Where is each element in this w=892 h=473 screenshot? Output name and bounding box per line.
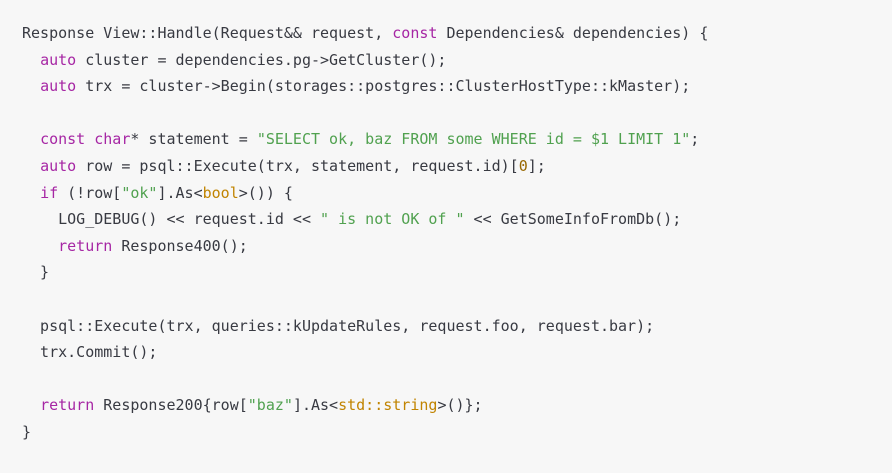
code-text bbox=[85, 130, 94, 148]
code-text: Response View::Handle(Request&& request, bbox=[22, 24, 393, 42]
code-type: bool bbox=[202, 183, 239, 202]
code-text bbox=[22, 77, 40, 95]
code-line: const char* statement = "SELECT ok, baz … bbox=[22, 126, 892, 153]
code-keyword: const bbox=[40, 130, 86, 149]
code-keyword: char bbox=[94, 130, 131, 149]
code-keyword: auto bbox=[40, 50, 77, 69]
code-text: trx = cluster->Begin(storages::postgres:… bbox=[76, 77, 691, 96]
code-line: Response View::Handle(Request&& request,… bbox=[22, 20, 892, 47]
code-text: } bbox=[22, 263, 50, 282]
code-line: LOG_DEBUG() << request.id << " is not OK… bbox=[22, 206, 892, 233]
code-string: "SELECT ok, baz FROM some WHERE id = $1 … bbox=[256, 130, 691, 149]
code-keyword: if bbox=[40, 183, 59, 202]
code-number: 0 bbox=[518, 156, 528, 175]
code-keyword: return bbox=[40, 396, 95, 415]
code-line: return Response200{row["baz"].As<std::st… bbox=[22, 392, 892, 419]
code-text bbox=[22, 157, 40, 175]
code-line: } bbox=[22, 259, 892, 286]
code-line bbox=[22, 366, 892, 393]
code-line: auto cluster = dependencies.pg->GetClust… bbox=[22, 47, 892, 74]
code-text: << GetSomeInfoFromDb(); bbox=[464, 210, 682, 229]
code-keyword: return bbox=[58, 236, 113, 255]
code-text: Dependencies& dependencies) { bbox=[437, 24, 709, 42]
code-text bbox=[22, 237, 58, 255]
code-text: psql::Execute(trx, queries::kUpdateRules… bbox=[22, 316, 655, 335]
code-line: auto trx = cluster->Begin(storages::post… bbox=[22, 73, 892, 100]
code-keyword: const bbox=[392, 24, 438, 42]
code-line: } bbox=[22, 419, 892, 446]
code-text: >()) { bbox=[238, 183, 293, 202]
code-string: "ok" bbox=[121, 183, 158, 202]
code-string: " is not OK of " bbox=[320, 210, 465, 229]
code-line: if (!row["ok"].As<bool>()) { bbox=[22, 180, 892, 207]
code-line: auto row = psql::Execute(trx, statement,… bbox=[22, 153, 892, 180]
code-text: } bbox=[22, 422, 32, 441]
code-text: row = psql::Execute(trx, statement, requ… bbox=[76, 156, 519, 175]
code-text: ].As< bbox=[292, 396, 339, 415]
code-keyword: auto bbox=[40, 77, 77, 96]
code-line: return Response400(); bbox=[22, 233, 892, 260]
code-text: (!row[ bbox=[58, 183, 122, 202]
code-text: >()}; bbox=[437, 396, 483, 415]
code-text: ]; bbox=[527, 156, 546, 175]
code-text: Response400(); bbox=[112, 236, 248, 255]
code-text: cluster = dependencies.pg->GetCluster(); bbox=[76, 50, 447, 69]
code-text bbox=[22, 130, 40, 148]
code-text: * statement = bbox=[130, 130, 257, 149]
code-text: Response200{row[ bbox=[94, 396, 248, 415]
code-text: LOG_DEBUG() << request.id << bbox=[22, 210, 321, 229]
code-string: "baz" bbox=[247, 396, 293, 415]
code-line: trx.Commit(); bbox=[22, 339, 892, 366]
code-keyword: auto bbox=[40, 156, 77, 175]
code-text: ].As< bbox=[157, 183, 203, 202]
code-type: std::string bbox=[338, 396, 438, 415]
code-text: ; bbox=[690, 130, 700, 149]
code-text bbox=[22, 396, 40, 414]
code-line bbox=[22, 286, 892, 313]
code-line: psql::Execute(trx, queries::kUpdateRules… bbox=[22, 313, 892, 340]
code-text bbox=[22, 51, 40, 69]
code-text bbox=[22, 184, 40, 202]
code-text: trx.Commit(); bbox=[22, 343, 158, 362]
code-line bbox=[22, 100, 892, 127]
